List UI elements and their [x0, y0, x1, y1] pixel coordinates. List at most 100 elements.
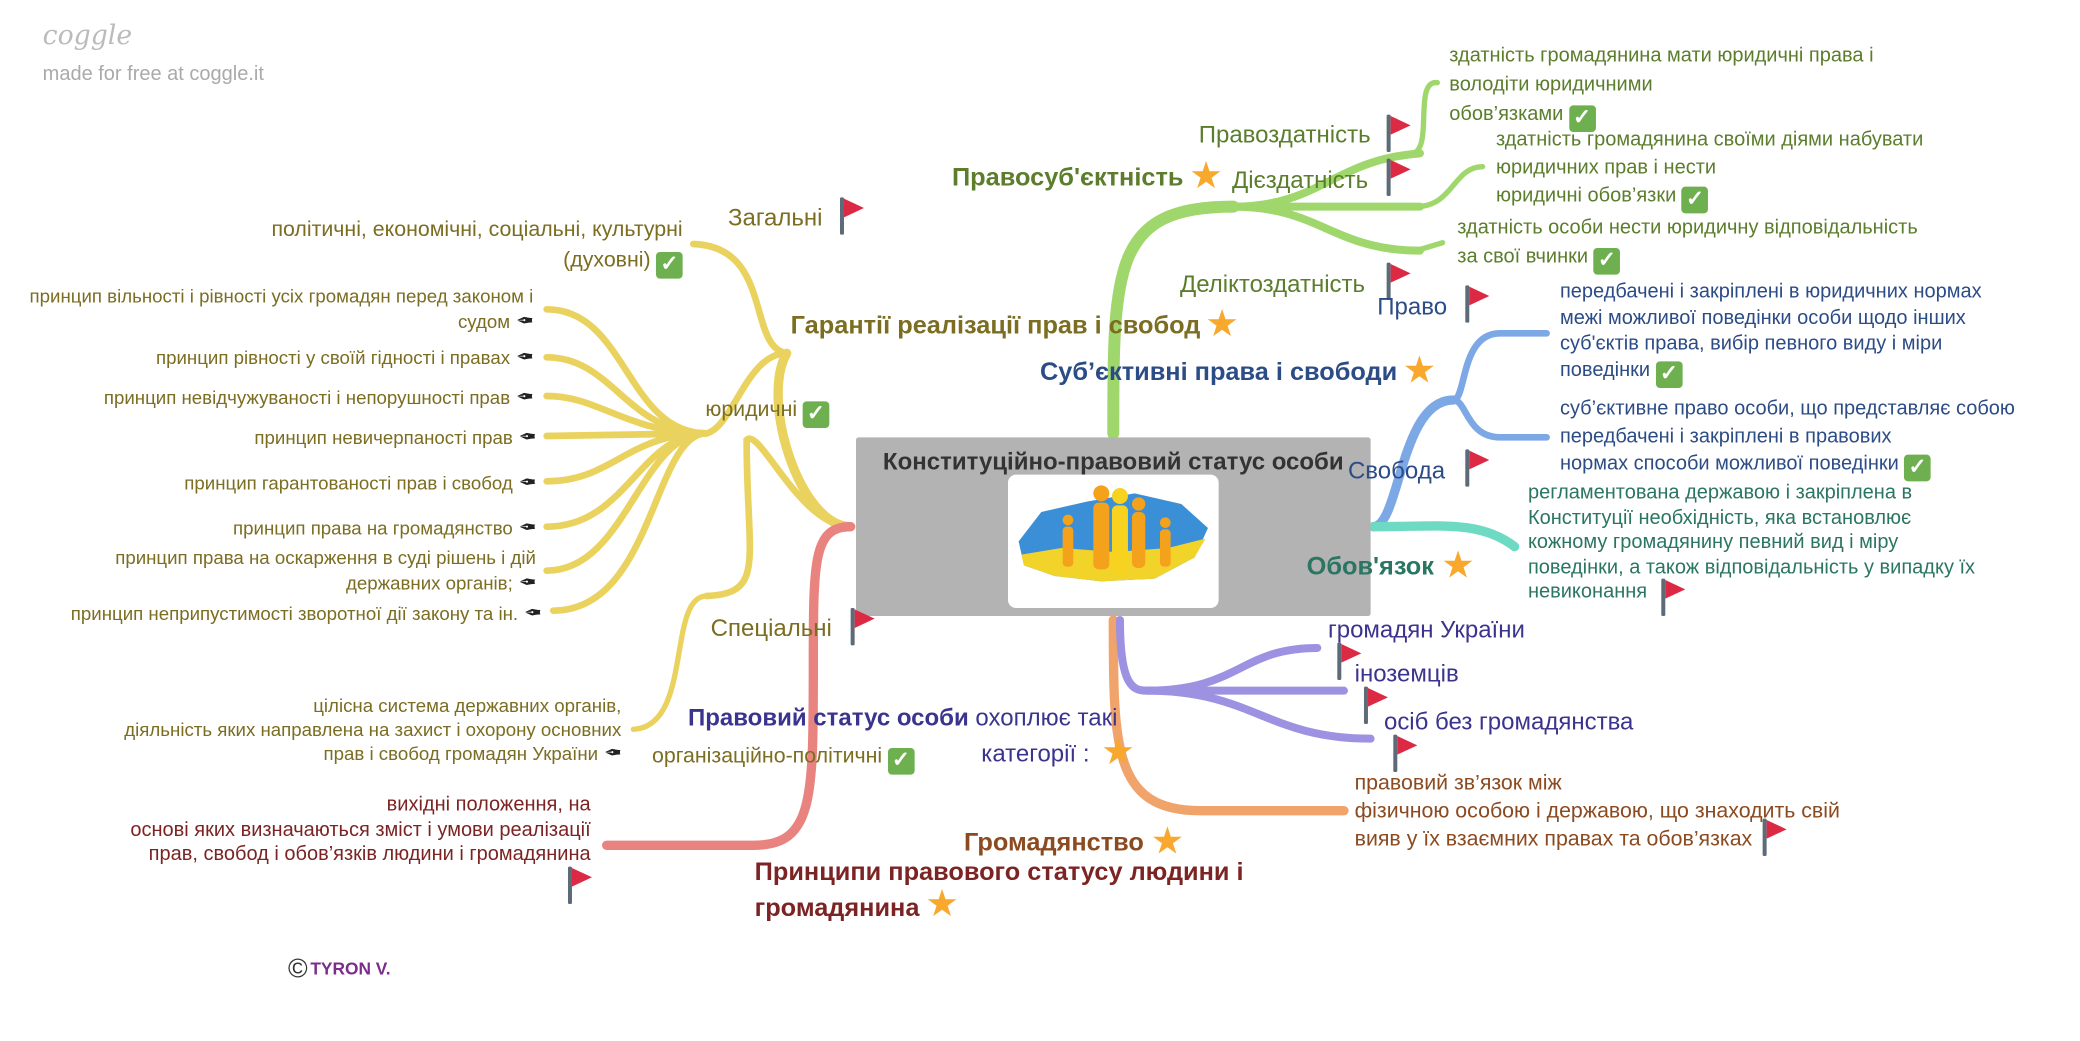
- star-icon: ★: [925, 882, 959, 924]
- principle-item[interactable]: принцип гарантованості прав і свобод✒: [0, 471, 536, 498]
- author-name: TYRON V.: [310, 958, 391, 979]
- pen-icon: ✒: [515, 386, 534, 410]
- principle-item[interactable]: принцип невідчужуваності і непорушності …: [0, 385, 533, 412]
- central-node[interactable]: Конституційно-правовий статус особи: [855, 437, 1371, 616]
- flag-icon: [837, 197, 864, 235]
- description-text: здатність громадянина своїми діями набув…: [1495, 127, 1924, 207]
- pen-icon: ✒: [515, 310, 534, 334]
- principle-item[interactable]: принцип рівності у своїй гідності і прав…: [0, 345, 533, 372]
- central-node-title: Конституційно-правовий статус особи: [882, 447, 1344, 475]
- description-text: передбачені і закріплені в юридичних нор…: [1559, 279, 1982, 381]
- node-title-rest: охоплює такі: [968, 703, 1118, 731]
- author-credit: ©TYRON V.: [288, 955, 391, 986]
- principle-item[interactable]: принцип неприпустимості зворотної дії за…: [0, 601, 542, 628]
- node-title: Правовий статус особи: [687, 703, 969, 731]
- principle-item[interactable]: принцип права на оскарження в суді рішен…: [0, 545, 536, 596]
- item-text: принцип невідчужуваності і непорушності …: [103, 386, 511, 408]
- flag-icon: [1463, 449, 1490, 487]
- description-text: суб’єктивне право особи, що представляє …: [1559, 397, 2015, 475]
- flag-icon: [1335, 642, 1362, 680]
- check-icon: ✓: [1655, 360, 1683, 388]
- active-capacity-description[interactable]: здатність громадянина своїми діями набув…: [1495, 125, 1924, 214]
- flag-icon: [1760, 818, 1787, 856]
- flag-icon: [1384, 114, 1411, 152]
- flag-icon: [1463, 285, 1490, 323]
- item-text: принцип неприпустимості зворотної дії за…: [70, 602, 519, 624]
- description-text: здатність громадянина мати юридичні прав…: [1449, 43, 1874, 126]
- flag-icon: [1391, 734, 1418, 772]
- item-text: принцип права на оскарження в суді рішен…: [115, 546, 536, 594]
- special-guarantees-node[interactable]: Спеціальні: [710, 614, 832, 642]
- node-label: організаційно-політичні: [651, 745, 883, 768]
- principle-item[interactable]: принцип вільності і рівності усіх громад…: [0, 284, 534, 335]
- general-guarantees-description[interactable]: політичні, економічні, соціальні, культу…: [200, 215, 683, 279]
- subjective-rights-node[interactable]: Суб’єктивні права і свободи: [1039, 358, 1398, 387]
- citizenship-description[interactable]: правовий зв’язок між фізичною особою і д…: [1355, 769, 1840, 853]
- category-foreigners[interactable]: іноземців: [1354, 659, 1459, 687]
- freedom-description[interactable]: суб’єктивне право особи, що представляє …: [1559, 396, 2015, 482]
- description-text: цілісна система державних органів, діяль…: [124, 694, 622, 764]
- check-icon: ✓: [1681, 186, 1709, 214]
- item-text: принцип рівності у своїй гідності і прав…: [155, 346, 511, 368]
- description-text: політичні, економічні, соціальні, культу…: [271, 218, 683, 272]
- freedom-node[interactable]: Свобода: [1347, 457, 1446, 484]
- check-icon: ✓: [887, 747, 915, 775]
- pen-icon: ✒: [518, 471, 536, 495]
- blue-branch: [1368, 329, 1550, 532]
- legal-status-node[interactable]: Правовий статус особи охоплює такі: [688, 703, 1117, 733]
- star-icon: ★: [1402, 349, 1437, 391]
- check-icon: ✓: [655, 251, 683, 279]
- pen-icon: ✒: [518, 571, 536, 595]
- check-icon: ✓: [1568, 105, 1596, 132]
- tort-capacity-node[interactable]: Деліктоздатність: [1179, 270, 1366, 298]
- legal-capacity-description[interactable]: здатність громадянина мати юридичні прав…: [1449, 41, 1874, 132]
- pen-icon: ✒: [603, 742, 622, 766]
- org-political-guarantees-node[interactable]: організаційно-політичні✓: [651, 744, 915, 775]
- principle-item[interactable]: принцип невичерпаності прав✒: [0, 425, 536, 452]
- coggle-logo[interactable]: coggle: [42, 18, 133, 51]
- node-label: юридичні: [705, 398, 798, 422]
- family-map-image: [1007, 474, 1219, 608]
- principles-node[interactable]: Принципи правового статусу людини і гром…: [754, 858, 1244, 923]
- duty-node[interactable]: Обов'язок: [1306, 553, 1434, 582]
- description-text: здатність особи нести юридичну відповіда…: [1457, 215, 1918, 268]
- citizenship-node[interactable]: Громадянство: [963, 829, 1144, 858]
- category-citizens[interactable]: громадян України: [1327, 615, 1525, 643]
- tort-capacity-description[interactable]: здатність особи нести юридичну відповіда…: [1457, 213, 1918, 275]
- category-stateless[interactable]: осіб без громадянства: [1383, 707, 1634, 735]
- star-icon: ★: [1101, 730, 1135, 772]
- principles-description[interactable]: вихідні положення, на основі яких визнач…: [130, 793, 591, 866]
- legal-status-node-line2: категорії :: [981, 739, 1090, 767]
- item-text: принцип гарантованості прав і свобод: [184, 471, 513, 494]
- right-description[interactable]: передбачені і закріплені в юридичних нор…: [1560, 279, 1982, 388]
- legal-guarantees-node[interactable]: юридичні✓: [705, 397, 830, 428]
- item-text: принцип вільності і рівності усіх громад…: [29, 285, 534, 332]
- made-with-coggle-link[interactable]: made for free at coggle.it: [42, 62, 264, 86]
- active-capacity-node[interactable]: Дієздатність: [1231, 166, 1369, 194]
- legal-personality-node[interactable]: Правосуб'єктність: [951, 163, 1184, 192]
- special-guarantees-description[interactable]: цілісна система державних органів, діяль…: [80, 693, 621, 766]
- description-text: правовий зв’язок між фізичною особою і д…: [1354, 771, 1840, 851]
- purple-branch: [1115, 615, 1375, 743]
- flag-icon: [1384, 158, 1411, 196]
- right-node[interactable]: Право: [1377, 293, 1448, 320]
- pen-icon: ✒: [518, 517, 536, 540]
- legal-capacity-node[interactable]: Правоздатність: [1198, 121, 1371, 148]
- teal-branch: [1368, 521, 1520, 552]
- guarantees-node[interactable]: Гарантії реалізації прав і свобод: [790, 311, 1201, 340]
- principle-item[interactable]: принцип права на громадянство✒: [0, 516, 536, 543]
- star-icon: ★: [1189, 154, 1223, 196]
- copyright-icon: ©: [287, 954, 308, 984]
- orange-branch: [1108, 615, 1349, 816]
- general-guarantees-node[interactable]: Загальні: [727, 203, 823, 231]
- duty-description[interactable]: регламентована державою і закріплена в К…: [1528, 481, 1975, 604]
- green-branch: [1107, 79, 1486, 440]
- flag-icon: [848, 607, 875, 646]
- star-icon: ★: [1150, 819, 1185, 862]
- flag-icon: [1361, 686, 1388, 724]
- item-text: принцип невичерпаності прав: [254, 426, 513, 448]
- flag-icon: [1659, 578, 1686, 616]
- pen-icon: ✒: [523, 602, 542, 626]
